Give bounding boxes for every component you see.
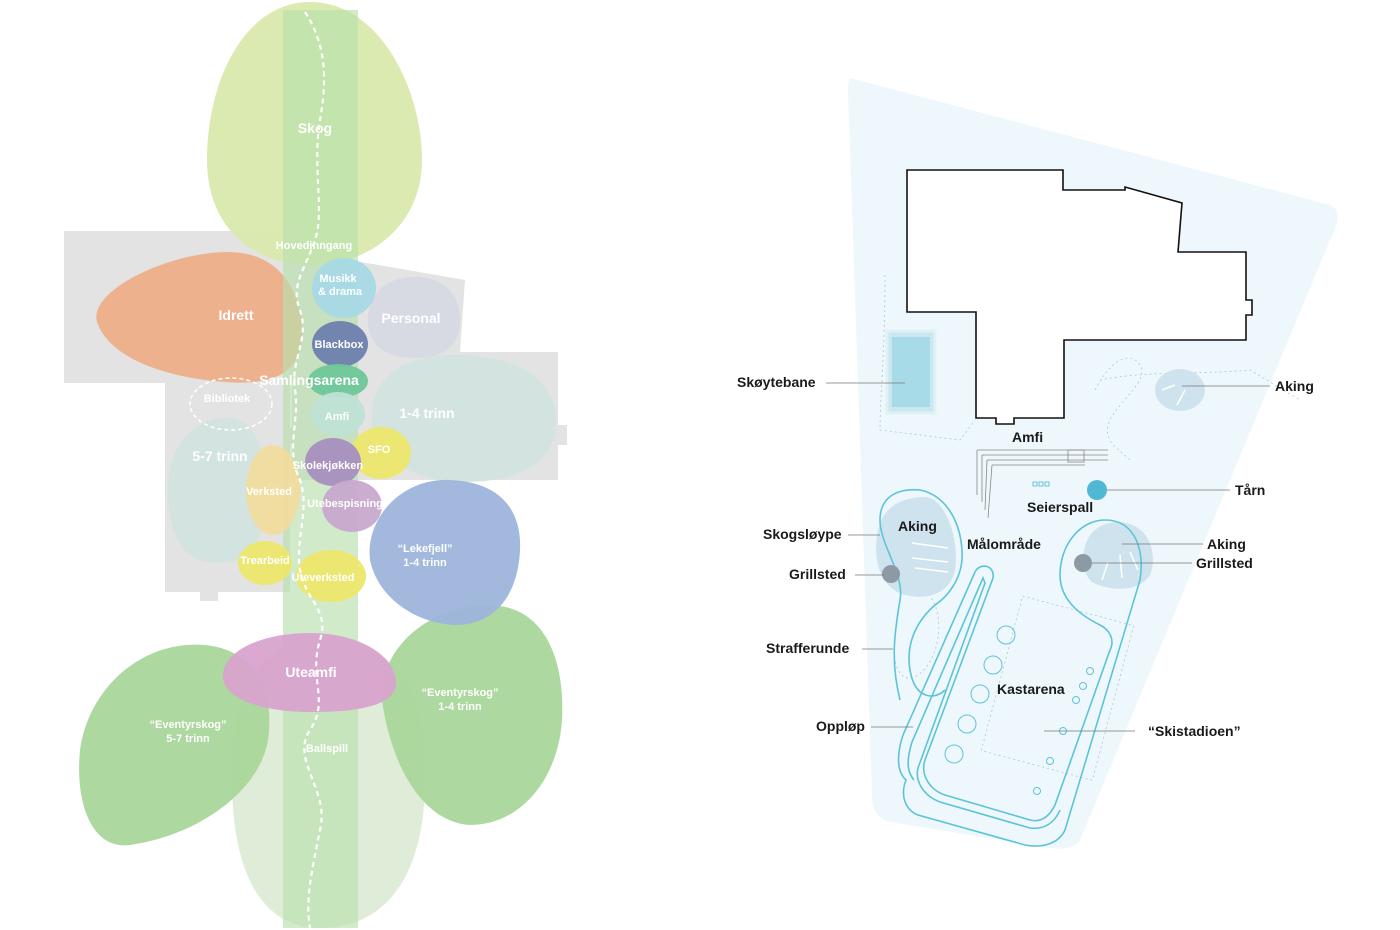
label-trearbeid: Trearbeid — [240, 555, 290, 567]
label-amfi: Amfi — [325, 411, 349, 423]
label-5-7-trinn: 5-7 trinn — [192, 448, 247, 464]
label-uteverksted: Uteverksted — [292, 572, 355, 584]
label-skog: Skog — [298, 120, 332, 136]
skolekjokken-zone — [305, 438, 361, 486]
trinn57-zone — [168, 417, 266, 564]
label-uteamfi: Uteamfi — [285, 664, 336, 680]
label-drama: & drama — [318, 286, 363, 298]
uteverksted-zone — [296, 550, 366, 602]
idrett-zone — [96, 252, 303, 383]
label-lekefjell-trinn: 1-4 trinn — [403, 557, 447, 569]
skoytebane-ice — [892, 337, 930, 407]
label-kastarena: Kastarena — [997, 681, 1065, 697]
label-eventyrskog-57: “Eventyrskog” — [149, 719, 226, 731]
musikk-drama-zone — [312, 258, 376, 318]
label-eventyrskog-14-trinn: 1-4 trinn — [438, 701, 482, 713]
grillsted-right-marker — [1074, 554, 1092, 572]
label-skoytebane: Skøytebane — [737, 374, 816, 390]
blackbox-zone — [312, 321, 368, 367]
label-amfi: Amfi — [1012, 429, 1043, 445]
aking-hill-right — [1083, 522, 1153, 589]
seierspall-podium — [1032, 481, 1050, 487]
label-aking-right: Aking — [1207, 536, 1246, 552]
label-samlingsarena: Samlingsarena — [259, 372, 359, 388]
amfi-steps — [976, 449, 1108, 519]
lekefjell-zone — [369, 479, 521, 625]
utebespisning-zone — [322, 480, 382, 532]
label-skogsloype: Skogsløype — [763, 526, 842, 542]
label-1-4-trinn: 1-4 trinn — [399, 405, 454, 421]
label-sfo: SFO — [368, 444, 391, 456]
label-malomrade: Målområde — [967, 536, 1041, 552]
label-seierspall: Seierspall — [1027, 499, 1093, 515]
label-bibliotek: Bibliotek — [204, 393, 251, 405]
ski-loop — [879, 488, 1142, 847]
uteamfi-zone — [222, 633, 397, 712]
label-utebespisning: Utebespisning — [307, 498, 383, 510]
label-skistadioen: “Skistadioen” — [1148, 723, 1241, 739]
label-blackbox: Blackbox — [315, 339, 365, 351]
label-grillsted-left: Grillsted — [789, 566, 846, 582]
personal-zone — [368, 277, 461, 358]
label-skolekjokken: Skolekjøkken — [293, 460, 364, 472]
label-strafferunde: Strafferunde — [766, 640, 849, 656]
label-musikk: Musikk — [319, 273, 357, 285]
site-map: Skøytebane Aking Amfi Tårn Seierspall Sk… — [737, 78, 1338, 849]
eventyrskog-57-zone — [79, 644, 270, 846]
label-eventyrskog-14: “Eventyrskog” — [421, 687, 498, 699]
leader-lines — [826, 382, 1270, 732]
trearbeid-zone — [238, 541, 292, 585]
label-idrett: Idrett — [219, 307, 254, 323]
aking-arrows — [911, 384, 1186, 581]
program-diagram: Skog Hovedinngang Idrett Musikk & drama … — [64, 2, 567, 929]
verksted-zone — [246, 445, 300, 535]
tarn-marker — [1087, 480, 1107, 500]
aking-hill-top — [1155, 369, 1205, 411]
label-aking-top: Aking — [1275, 378, 1314, 394]
sfo-zone — [351, 427, 411, 479]
bibliotek-outline — [189, 377, 273, 431]
grillsted-left-marker — [882, 565, 900, 583]
amfi-zone — [311, 392, 365, 436]
walking-path — [292, 11, 326, 929]
label-opplop: Oppløp — [816, 718, 865, 734]
label-verksted: Verksted — [246, 486, 292, 498]
label-hovedinngang: Hovedinngang — [276, 240, 352, 252]
samlingsarena-zone — [308, 364, 368, 398]
label-tarn: Tårn — [1235, 482, 1265, 498]
label-grillsted-right: Grillsted — [1196, 555, 1253, 571]
label-eventyrskog-57-trinn: 5-7 trinn — [166, 733, 210, 745]
label-aking-left: Aking — [898, 518, 937, 534]
school-building — [906, 169, 1253, 425]
label-personal: Personal — [381, 310, 440, 326]
trinn14-zone — [371, 355, 557, 482]
label-ballspill: Ballspill — [306, 743, 348, 755]
eventyrskog-14-zone — [381, 605, 563, 825]
label-lekefjell: “Lekefjell” — [397, 543, 452, 555]
